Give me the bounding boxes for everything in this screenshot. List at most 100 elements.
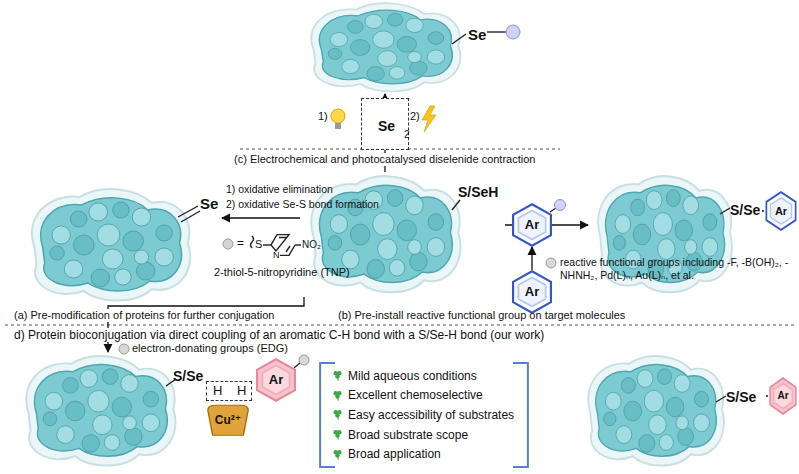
atom-label: Se xyxy=(200,195,218,212)
ring-label: Cu²⁺ xyxy=(215,414,241,428)
clover-stem xyxy=(337,397,339,400)
aromatic-ring xyxy=(257,359,295,400)
protein-node: Se xyxy=(20,185,222,305)
aryl-ring: Ar xyxy=(764,191,798,231)
protein-top xyxy=(311,3,460,91)
catalyst-shape: Cu²⁺ xyxy=(204,404,252,438)
section-separator xyxy=(5,325,795,326)
advantage-text: Easy accessibility of substrates xyxy=(348,408,514,422)
left-bracket xyxy=(320,363,335,467)
side-chain xyxy=(452,34,466,44)
reaction-arrow xyxy=(222,217,300,218)
text-label: 2) oxidative Se-S bond formation xyxy=(226,198,379,211)
text-label: 2-thiol-5-nitropyridine (TNP) xyxy=(214,266,350,279)
dashed-box: Se 2 xyxy=(361,98,409,150)
copper-catalyst xyxy=(208,405,248,435)
ring-label: Ar xyxy=(269,373,283,388)
bond xyxy=(263,244,271,245)
lightbulb-glass xyxy=(331,109,345,123)
text-label: reactive functional groups including -F,… xyxy=(560,256,796,281)
atom-label: S/Se xyxy=(730,202,760,218)
advantage-text: Broad substrate scope xyxy=(348,428,468,442)
advantage-row: Broad substrate scope xyxy=(332,425,522,445)
aromatic-ring xyxy=(766,192,795,230)
text-label: S xyxy=(255,238,262,251)
ring-label: Ar xyxy=(525,285,539,300)
clover-bullet xyxy=(332,370,343,381)
advantages-box: Mild aqueous conditionsExcellent chemose… xyxy=(318,362,530,468)
bond-line xyxy=(762,210,764,211)
clover-bullet xyxy=(332,390,343,401)
aryl-ring: Ar xyxy=(510,203,554,247)
side-chain xyxy=(452,200,460,210)
aromatic-ring-inner xyxy=(518,210,545,239)
atom-label: S/Se xyxy=(726,389,756,405)
text-label: 1) xyxy=(318,110,328,123)
advantage-text: Broad application xyxy=(348,447,441,461)
bond xyxy=(294,363,300,368)
side-chain xyxy=(716,396,726,402)
clover-bullet xyxy=(332,429,343,440)
text-label: d) Protein bioconjugation via direct cou… xyxy=(12,328,546,342)
text-label: (c) Electrochemical and photocatalysed d… xyxy=(232,153,537,166)
dashed-box: HH xyxy=(206,381,252,401)
edg-ball xyxy=(119,344,129,354)
protein-node: S/Se xyxy=(15,352,205,472)
functional-group-ball xyxy=(546,258,556,268)
reaction-arrow xyxy=(531,247,532,270)
tnp-ball xyxy=(223,239,233,249)
text-label: NO₂ xyxy=(302,239,321,251)
right-bracket xyxy=(513,363,528,467)
aromatic-ring xyxy=(770,378,796,414)
bond-line xyxy=(766,395,768,396)
bond xyxy=(295,244,301,245)
clover-stem xyxy=(337,417,339,420)
atom-label: H xyxy=(213,384,222,399)
ring-label: Ar xyxy=(775,205,787,218)
atom-label: S/SeH xyxy=(458,184,498,200)
clover-stem xyxy=(337,456,339,459)
aromatic-ring xyxy=(513,204,551,245)
ring-label: Ar xyxy=(777,390,788,402)
aromatic-ring-inner xyxy=(774,383,793,408)
edg-ball xyxy=(299,355,309,365)
aryl-ring: Ar xyxy=(768,377,798,415)
advantage-row: Excellent chemoselective xyxy=(332,386,522,406)
side-chain xyxy=(720,208,730,214)
aryl-ring: Ar xyxy=(510,270,554,314)
text-label: N xyxy=(273,250,280,261)
clover-bullet xyxy=(332,449,343,460)
text-label: (a) Pre-modification of proteins for fur… xyxy=(12,309,276,322)
atom-label: S/Se xyxy=(173,368,203,384)
advantage-text: Excellent chemoselective xyxy=(348,388,483,402)
wavy-bond xyxy=(251,236,254,248)
clover-stem xyxy=(337,378,339,381)
clover-bullet xyxy=(332,409,343,420)
text-label: (b) Pre-install reactive functional grou… xyxy=(338,309,625,322)
advantage-text: Mild aqueous conditions xyxy=(348,369,477,383)
aromatic-ring-inner xyxy=(518,277,545,306)
advantage-row: Easy accessibility of substrates xyxy=(332,405,522,425)
atom-label: 2 xyxy=(404,129,410,141)
advantages-list: Mild aqueous conditionsExcellent chemose… xyxy=(332,366,522,464)
advantage-row: Broad application xyxy=(332,444,522,464)
atom-label: Se xyxy=(468,26,486,43)
alkene-bond xyxy=(178,206,198,217)
bond xyxy=(487,31,507,32)
alkene-bond xyxy=(181,211,200,222)
aromatic-ring xyxy=(513,271,551,312)
protein-bottom-right xyxy=(588,356,724,466)
text-label: 2) xyxy=(410,110,420,123)
lightning-bolt xyxy=(422,106,436,132)
protein-node: S/Se xyxy=(578,352,766,472)
text-label: = xyxy=(237,236,244,250)
lightbulb-base xyxy=(335,123,341,129)
ring-label: Ar xyxy=(525,218,539,233)
clover-stem xyxy=(337,436,339,439)
advantage-row: Mild aqueous conditions xyxy=(332,366,522,386)
atom-label: Se xyxy=(378,118,395,134)
protein-bottom-left xyxy=(26,356,175,466)
